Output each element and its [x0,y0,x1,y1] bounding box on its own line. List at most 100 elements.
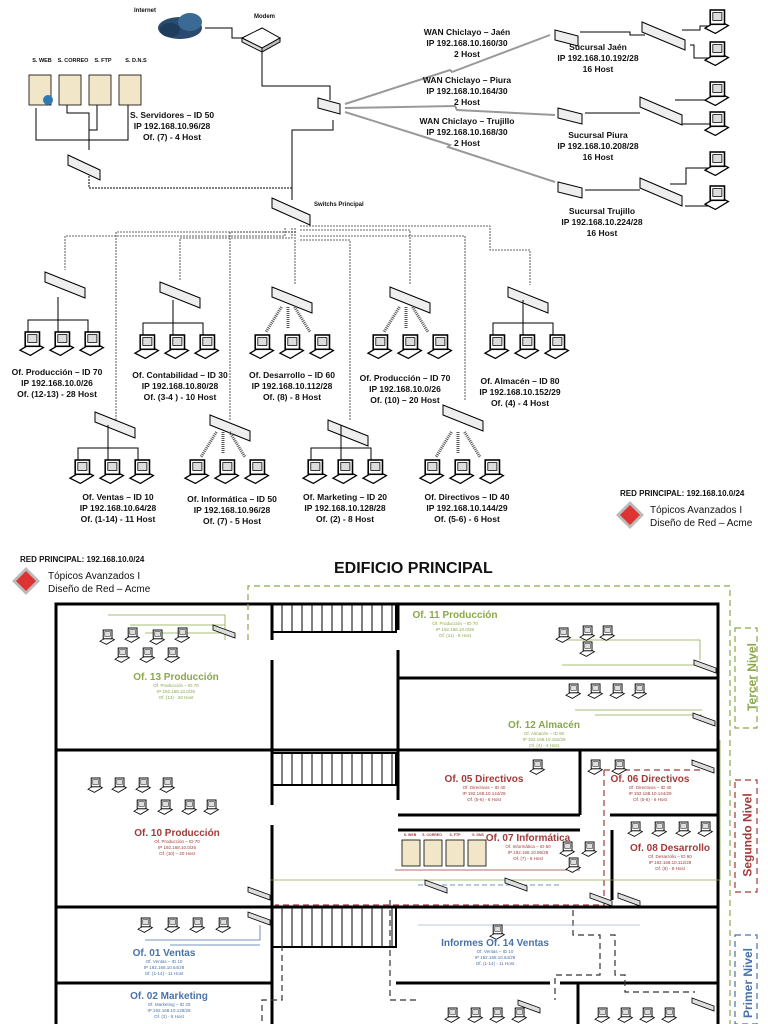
pc-icon [703,81,730,107]
pc-icon [617,1007,634,1023]
brand-block-floor: RED PRINCIPAL: 192.168.10.0/24 Tópicos A… [12,553,150,596]
pc-icons [18,9,730,485]
internet-label: Internet [134,8,157,14]
pc-icon [68,459,95,485]
pc-icon [366,334,393,360]
pc-icon [133,334,160,360]
pc-icon [418,459,445,485]
pc-icon [483,334,510,360]
pc-icon [114,647,131,663]
floor-switch-icon [517,999,541,1014]
acme-logo-icon-floor [12,567,40,595]
pc-icon [87,777,104,793]
floor-server-web: S. WEB [403,833,417,837]
pc-icon [703,111,730,137]
wireless-signal-icon [199,431,218,458]
wireless-signal-icon [463,431,482,458]
pc-icon [581,841,598,857]
pc-icon [135,777,152,793]
pc-icon [579,625,596,641]
pc-icon [308,334,335,360]
pc-icon [128,459,155,485]
modem-icon [240,27,282,53]
pc-icon [444,1007,461,1023]
floor-plan-title: EDIFICIO PRINCIPAL [334,560,493,577]
server-mail-label: S. CORREO [57,58,89,64]
server-rack-icons [28,74,142,106]
acme-logo-icon [616,501,644,529]
floor-server-icon [423,839,443,867]
pc-icon [396,334,423,360]
pc-icon [697,821,714,837]
switch-icons [44,21,686,447]
pc-icon [609,683,626,699]
pc-icon [489,924,506,940]
pc-icon [599,625,616,641]
pc-icon [124,627,141,643]
pc-icon [627,821,644,837]
internet-cloud-icon [158,13,202,39]
floor-switch-icon [693,659,717,674]
pc-icon [703,185,730,211]
pc-icon [157,799,174,815]
pc-icon [137,917,154,933]
pc-icon [448,459,475,485]
network-connections [35,25,710,420]
pc-icon [559,841,576,857]
wireless-signal-icon [293,306,312,333]
pc-icon [651,821,668,837]
pc-icon [478,459,505,485]
pc-icon [467,1007,484,1023]
pc-icon [587,759,604,775]
server-ftp-label: S. FTP [94,58,112,64]
pc-icon [174,627,191,643]
pc-icon [511,1007,528,1023]
pc-icon [163,334,190,360]
pc-icon [203,799,220,815]
pc-icon [48,331,75,357]
pc-icon [587,683,604,699]
floor-server-icon [445,839,465,867]
pc-icon [139,647,156,663]
floor-server-mail: S. CORREO [422,833,442,837]
pc-icon [565,683,582,699]
pc-icon [639,1007,656,1023]
pc-icon [675,821,692,837]
wireless-signal-icon [264,306,283,333]
pc-icon [111,777,128,793]
wireless-signal-icon [228,431,247,458]
pc-icon [133,799,150,815]
pc-icon [215,917,232,933]
pc-icon [98,459,125,485]
pc-icon [183,459,210,485]
floor-switch-icon [247,886,271,901]
pc-icon [426,334,453,360]
pc-icon [555,627,572,643]
server-web-label: S. WEB [32,58,52,64]
red-principal-label: RED PRINCIPAL: 192.168.10.0/24 [620,489,745,498]
pc-icon [193,334,220,360]
pc-icon [164,647,181,663]
pc-icon [159,777,176,793]
pc-icon [181,799,198,815]
modem-label: Modem [254,14,275,20]
level-primer-nivel: Primer Nivel [741,947,756,1019]
pc-icon [565,857,582,873]
pc-icon [278,334,305,360]
